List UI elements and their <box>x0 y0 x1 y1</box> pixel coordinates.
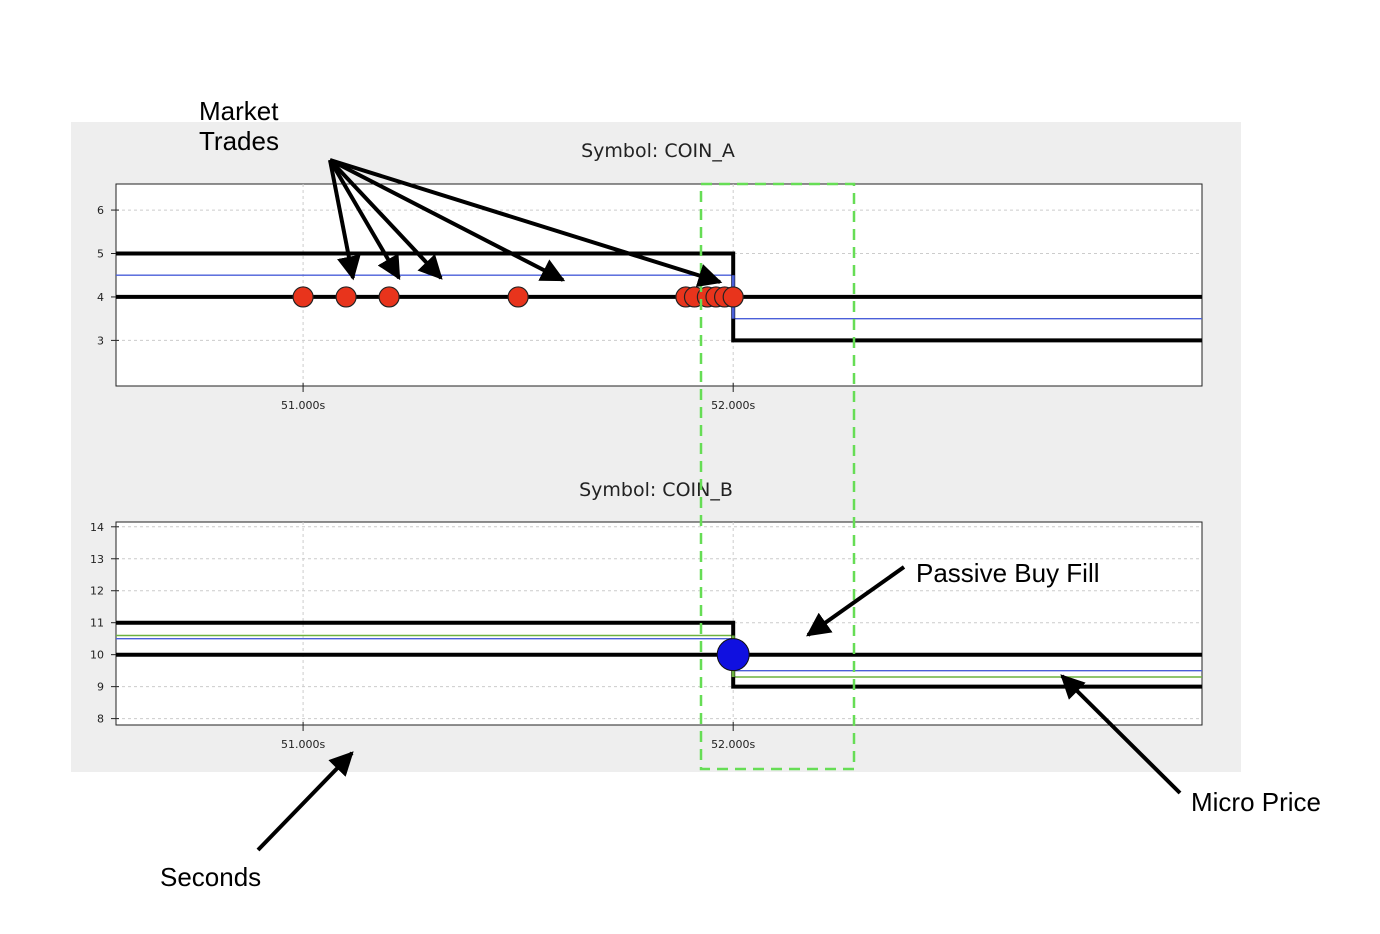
market-trades-label-line1: Market <box>199 96 279 126</box>
market-trades-arrow-4 <box>329 158 566 282</box>
market-trades-arrow-5 <box>329 158 723 288</box>
x-tick-label: 51.000s <box>281 738 325 751</box>
market-trades-arrow-2 <box>328 158 401 281</box>
y-tick-label: 11 <box>90 617 104 630</box>
chart-panel-coin-b: Symbol: COIN_B 8 9 10 11 12 13 14 51.000s 52.00… <box>90 479 1203 751</box>
market-trade-point <box>335 286 357 308</box>
y-tick-label: 5 <box>97 248 104 261</box>
y-tick-label: 3 <box>97 334 104 347</box>
y-tick-label: 9 <box>97 681 104 694</box>
highlight-box <box>699 182 856 771</box>
passive-buy-fill-label: Passive Buy Fill <box>916 558 1100 588</box>
y-tick-label: 4 <box>97 291 104 304</box>
market-trade-point <box>378 286 400 308</box>
chart-title-coin-b: Symbol: COIN_B <box>579 479 733 501</box>
x-tick-label: 52.000s <box>711 399 755 412</box>
x-axis-coin-b: 51.000s 52.000s <box>281 722 756 751</box>
micro-price-arrow <box>1060 674 1182 795</box>
y-tick-label: 13 <box>90 553 104 566</box>
y-tick-label: 6 <box>97 204 104 217</box>
trade-markers-coin-a <box>292 286 744 308</box>
y-tick-label: 10 <box>90 649 104 662</box>
market-trades-arrow-3 <box>328 158 443 280</box>
market-trade-point <box>722 286 744 308</box>
micro-price-label: Micro Price <box>1191 787 1321 817</box>
passive-buy-fill-arrow <box>806 565 906 637</box>
x-tick-label: 52.000s <box>711 738 755 751</box>
y-tick-label: 8 <box>97 713 104 726</box>
seconds-label: Seconds <box>160 862 261 892</box>
y-axis-coin-a: 3 4 5 6 <box>97 204 119 347</box>
market-trade-point <box>507 286 529 308</box>
market-trades-label-line2: Trades <box>199 126 279 156</box>
ask-price-line <box>116 251 1202 299</box>
market-trade-point <box>292 286 314 308</box>
fill-markers-coin-b <box>716 638 750 672</box>
seconds-arrow <box>256 751 354 852</box>
chart-title-coin-a: Symbol: COIN_A <box>581 140 735 162</box>
y-tick-label: 12 <box>90 585 104 598</box>
passive-buy-fill-point <box>716 638 750 672</box>
x-tick-label: 51.000s <box>281 399 325 412</box>
annotations: Market Trades Passive Buy Fill Micro Pri… <box>160 96 1321 892</box>
x-axis-coin-a: 51.000s 52.000s <box>281 383 756 412</box>
y-tick-label: 14 <box>90 521 104 534</box>
market-trades-arrow-1 <box>328 159 361 281</box>
plot-area-coin-a <box>115 183 1203 387</box>
chart-panel-coin-a: Symbol: COIN_A 3 4 5 6 51.000s 52.000s <box>97 140 1203 412</box>
